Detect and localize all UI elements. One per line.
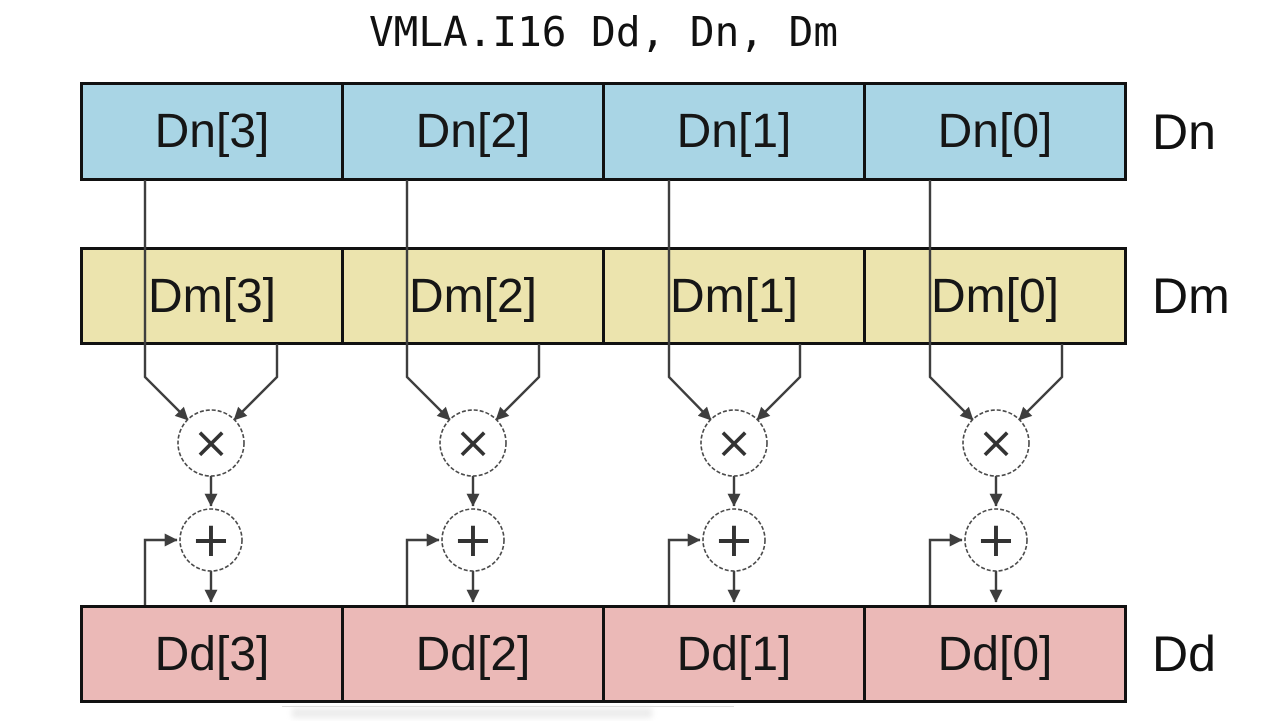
dn-lane-2-cell: Dn[2] (341, 85, 602, 178)
add0-circle (964, 508, 1028, 572)
dd-lane-3-cell: Dd[3] (154, 627, 270, 681)
register-label-dd: Dd (1152, 626, 1216, 682)
dm-lane-3-cell: Dm[3] (147, 269, 276, 323)
dm-lane-2-cell: Dm[2] (341, 250, 602, 342)
lane-3-dataflow: × + (143, 180, 279, 605)
add3-circle (179, 508, 243, 572)
register-label-dm: Dm (1152, 268, 1230, 324)
dm2-to-multiply-arrow (495, 344, 541, 421)
lane-1-dataflow: × + (667, 180, 802, 605)
dm0-to-multiply-arrow (1018, 344, 1064, 421)
dn-lane-0-cell: Dn[0] (863, 85, 1124, 178)
register-row-dm: Dm[3] Dm[2] Dm[1] Dm[0] (80, 247, 1127, 345)
cropped-caption-artifact (292, 708, 652, 718)
dm-lane-1-cell: Dm[1] (602, 250, 863, 342)
dd-lane-0-cell: Dd[0] (863, 608, 1124, 700)
cropped-edge-artifact (282, 706, 734, 707)
multiply-icon: × (455, 418, 492, 469)
multiply1-circle (700, 409, 768, 477)
dm1-to-multiply-arrow (756, 344, 802, 421)
instruction-title: VMLA.I16 Dd, Dn, Dm (369, 8, 838, 56)
add1-circle (702, 508, 766, 572)
multiply2-circle (439, 409, 507, 477)
dd2-feedback-arrow (405, 533, 440, 605)
dd3-feedback-arrow (143, 533, 178, 605)
multiply-icon: × (193, 418, 230, 469)
lane-2-dataflow: × + (405, 180, 541, 605)
register-row-dn: Dn[3] Dn[2] Dn[1] Dn[0] (80, 82, 1127, 181)
dn-lane-3-cell: Dn[3] (154, 105, 270, 158)
dm-lane-0-cell: Dm[0] (863, 250, 1124, 342)
dd-lane-2-cell: Dd[2] (341, 608, 602, 700)
multiply-icon: × (716, 418, 753, 469)
add-icon: + (976, 512, 1016, 568)
dd0-feedback-arrow (928, 533, 963, 605)
dn-lane-1-cell: Dn[1] (602, 85, 863, 178)
multiply0-circle (962, 409, 1030, 477)
multiply3-circle (177, 409, 245, 477)
dd-lane-1-cell: Dd[1] (602, 608, 863, 700)
dm3-to-multiply-arrow (233, 344, 279, 421)
add2-circle (441, 508, 505, 572)
register-label-dn: Dn (1152, 103, 1216, 160)
multiply-icon: × (978, 418, 1015, 469)
lane-0-dataflow: × + (928, 180, 1064, 605)
add-icon: + (191, 512, 231, 568)
add-icon: + (453, 512, 493, 568)
register-row-dd: Dd[3] Dd[2] Dd[1] Dd[0] (80, 605, 1127, 703)
add-icon: + (714, 512, 754, 568)
dd1-feedback-arrow (667, 533, 701, 605)
